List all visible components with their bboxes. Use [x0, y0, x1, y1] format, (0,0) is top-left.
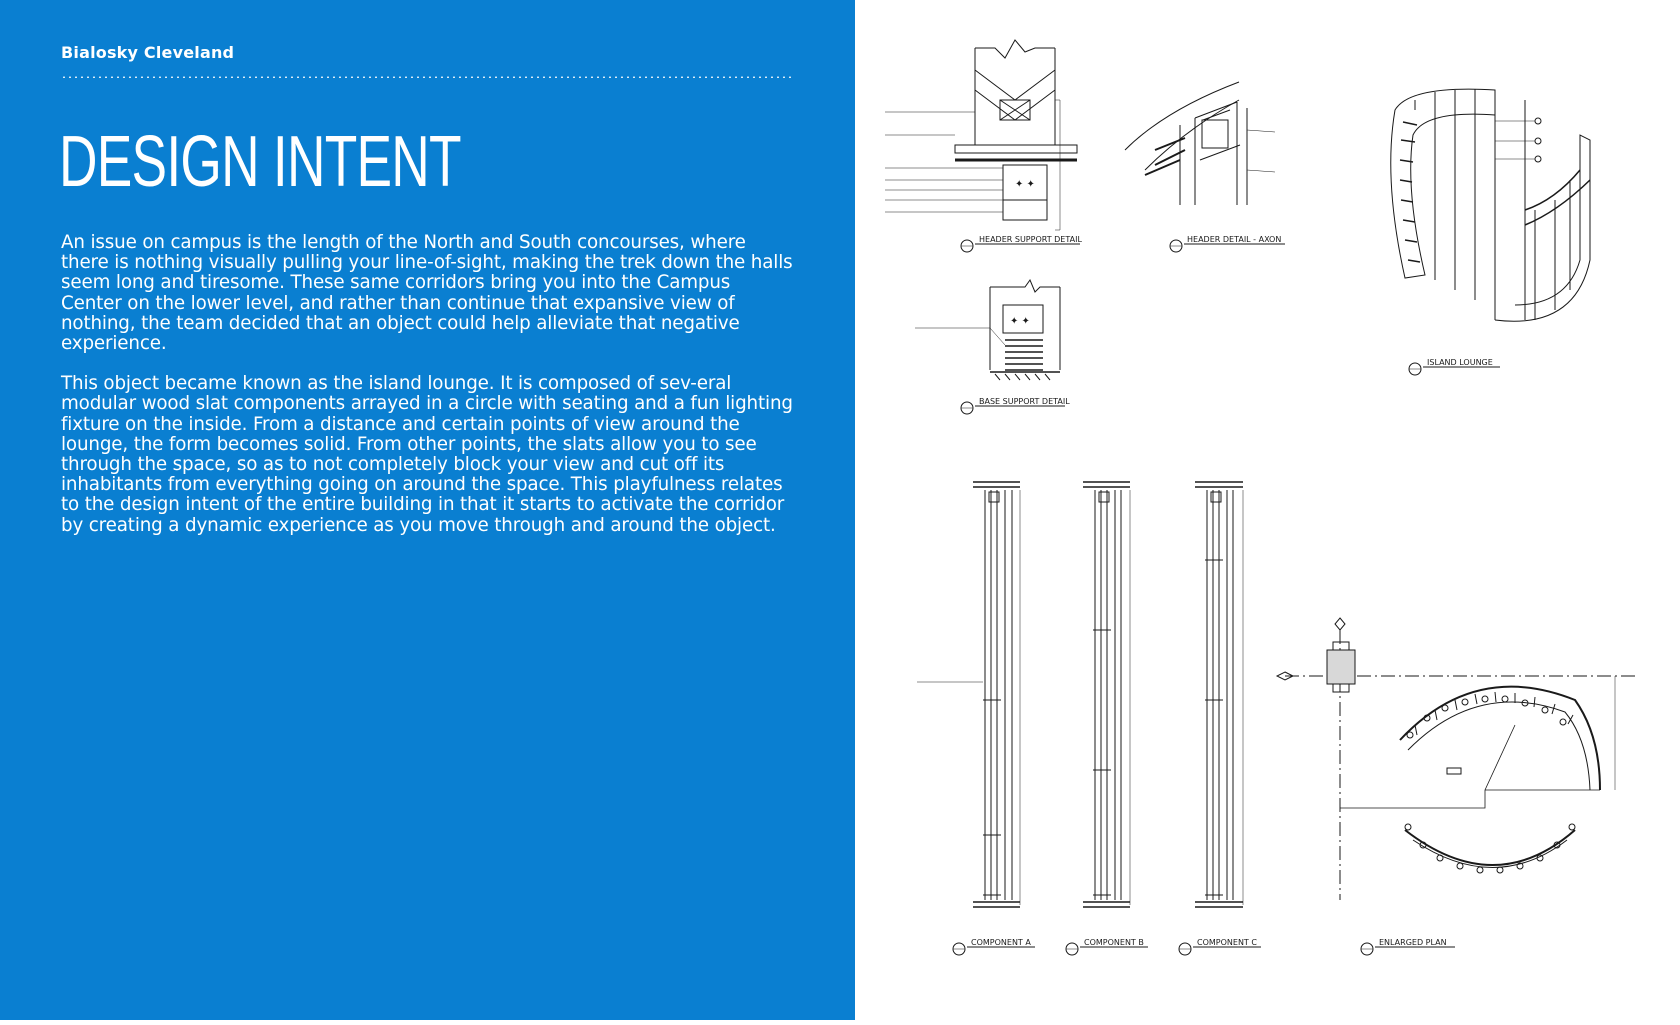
- header-axon-label: HEADER DETAIL - AXON: [1187, 235, 1281, 244]
- dotted-divider: [61, 76, 791, 78]
- page-title: DESIGN INTENT: [59, 122, 462, 202]
- island-lounge-drawing: [1390, 88, 1591, 376]
- enlarged-plan-drawing: [1275, 617, 1635, 956]
- header-support-detail-label: HEADER SUPPORT DETAIL: [979, 235, 1082, 244]
- enlarged-plan-label: ENLARGED PLAN: [1379, 938, 1447, 947]
- header-support-detail-drawing: ✦ ✦: [885, 39, 1080, 253]
- svg-text:✦ ✦: ✦ ✦: [1010, 316, 1030, 327]
- component-b-label: COMPONENT B: [1084, 938, 1144, 947]
- body-text: An issue on campus is the length of the …: [61, 232, 796, 556]
- component-c-label: COMPONENT C: [1197, 938, 1257, 947]
- island-lounge-label: ISLAND LOUNGE: [1427, 358, 1493, 367]
- base-support-detail-label: BASE SUPPORT DETAIL: [979, 397, 1070, 406]
- paragraph-2: This object became known as the island l…: [61, 373, 793, 536]
- component-a-drawing: [917, 481, 1035, 956]
- paragraph-1: An issue on campus is the length of the …: [61, 232, 793, 355]
- component-c-drawing: [1178, 481, 1261, 956]
- drawings-panel: ✦ ✦ HEADER SUPPORT DETAIL HEADER DETAIL …: [855, 0, 1680, 1020]
- svg-text:✦ ✦: ✦ ✦: [1015, 179, 1035, 190]
- component-b-drawing: [1065, 481, 1148, 956]
- brand-name: Bialosky Cleveland: [61, 43, 235, 62]
- base-support-detail-drawing: ✦ ✦: [915, 278, 1065, 415]
- blue-panel: Bialosky Cleveland DESIGN INTENT An issu…: [0, 0, 855, 1020]
- component-a-label: COMPONENT A: [971, 938, 1031, 947]
- header-axon-drawing: [1124, 81, 1285, 253]
